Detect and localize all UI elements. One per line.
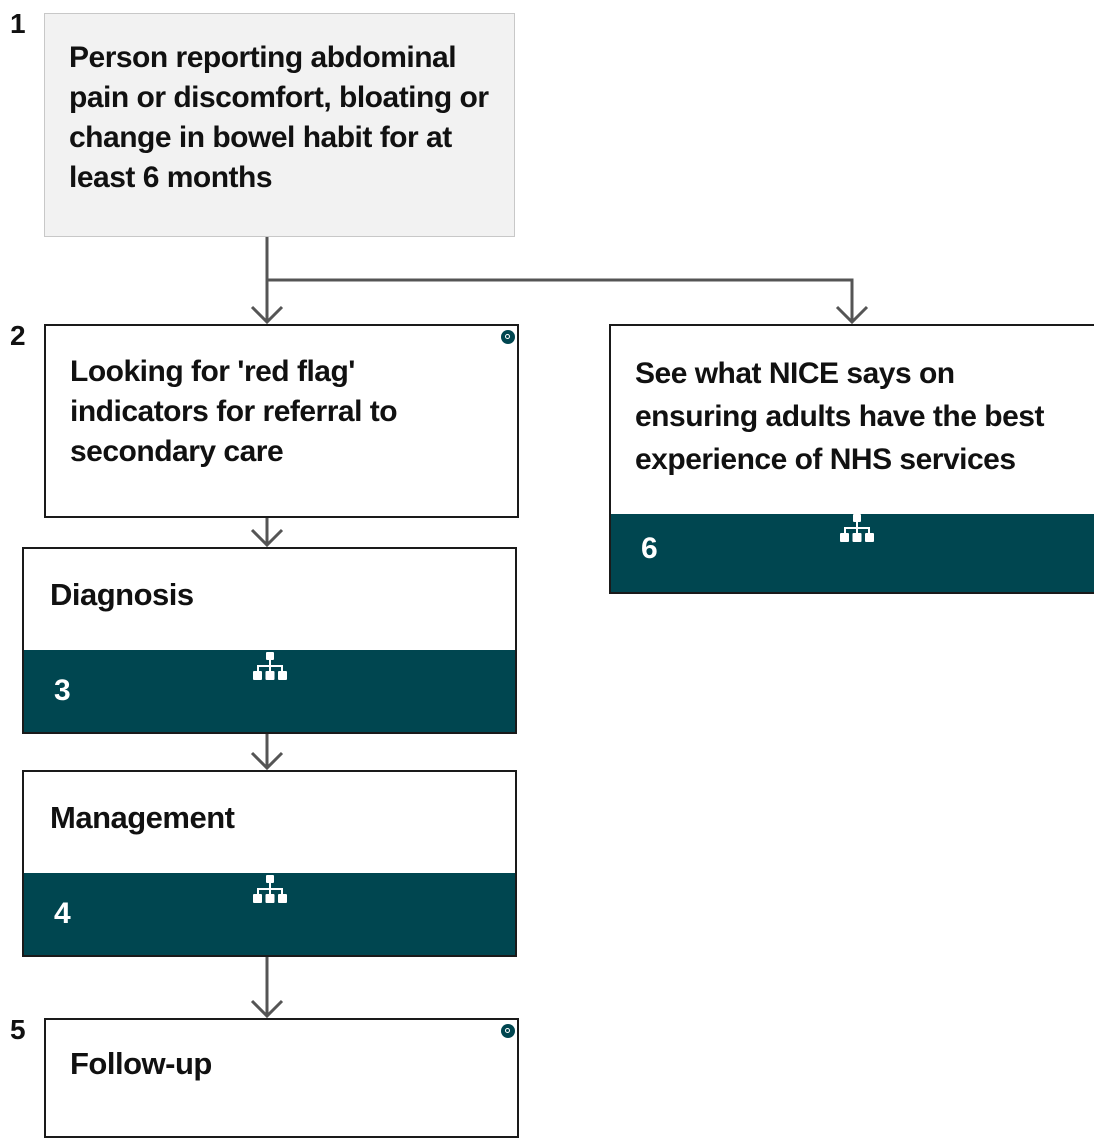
arrowhead <box>250 999 284 1019</box>
red-flag-box[interactable]: Looking for 'red flag' indicators for re… <box>44 324 519 518</box>
arrowhead <box>250 751 284 771</box>
hierarchy-icon <box>253 652 287 680</box>
management-title: Management <box>50 800 235 835</box>
hierarchy-icon <box>840 514 874 542</box>
diagnosis-title: Diagnosis <box>50 577 194 612</box>
step-number-2: 2 <box>10 320 26 351</box>
band-number-6: 6 <box>641 532 658 565</box>
hierarchy-icon <box>253 875 287 903</box>
start-box[interactable]: Person reporting abdominal pain or disco… <box>44 13 515 237</box>
nhs-experience-box[interactable]: See what NICE says on ensuring adults ha… <box>609 324 1094 594</box>
nhs-experience-band[interactable]: 6 <box>611 514 1094 592</box>
follow-up-title: Follow-up <box>70 1046 212 1081</box>
diagnosis-box[interactable]: Diagnosis 3 <box>22 547 517 734</box>
info-icon[interactable] <box>501 1024 515 1038</box>
info-icon[interactable] <box>501 330 515 344</box>
connector-branch <box>267 278 854 322</box>
step-number-1: 1 <box>10 8 26 39</box>
nhs-experience-box-text: See what NICE says on ensuring adults ha… <box>635 357 1044 476</box>
management-box[interactable]: Management 4 <box>22 770 517 957</box>
band-number-3: 3 <box>54 674 71 707</box>
follow-up-box[interactable]: Follow-up <box>44 1018 519 1138</box>
step-number-5: 5 <box>10 1014 26 1045</box>
arrowhead <box>250 305 284 325</box>
red-flag-box-text: Looking for 'red flag' indicators for re… <box>70 355 398 468</box>
management-band[interactable]: 4 <box>24 873 515 955</box>
arrowhead <box>835 305 869 325</box>
arrowhead <box>250 528 284 548</box>
band-number-4: 4 <box>54 897 71 930</box>
diagnosis-band[interactable]: 3 <box>24 650 515 732</box>
start-box-text: Person reporting abdominal pain or disco… <box>69 41 489 194</box>
